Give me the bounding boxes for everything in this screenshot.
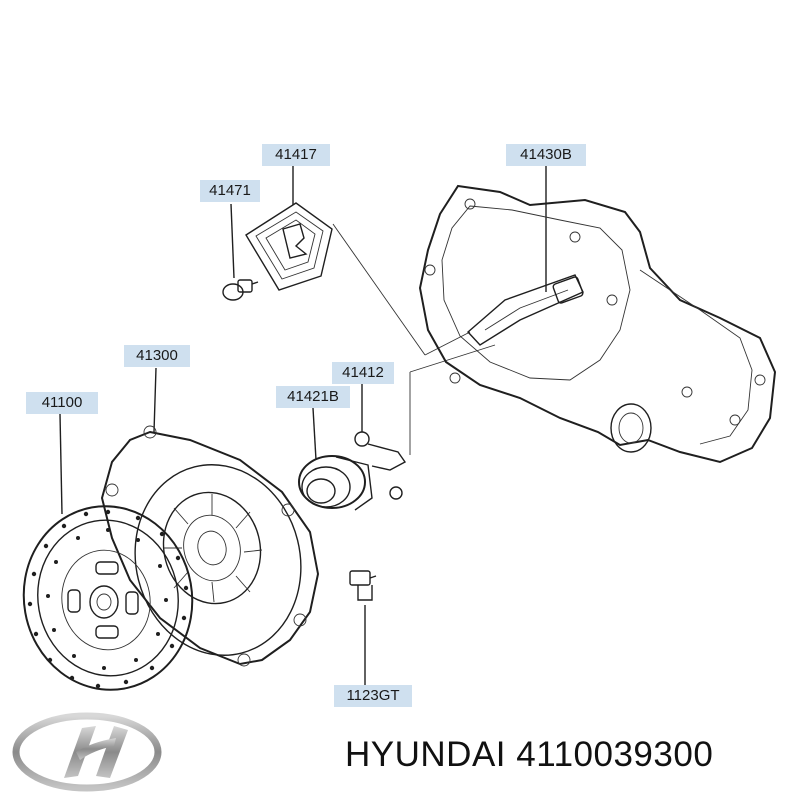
disc-rivets	[27, 509, 189, 689]
part-caption: HYUNDAI 4110039300	[345, 735, 714, 774]
clutch-disc-41100-drawing	[22, 505, 194, 691]
hyundai-logo-icon	[12, 712, 162, 792]
part-label-41300: 41300	[124, 345, 190, 367]
leader-lines	[59, 166, 547, 685]
pressure-plate-41300-drawing	[100, 425, 320, 667]
part-label-1123GT: 1123GT	[334, 685, 412, 707]
part-label-41471: 41471	[200, 180, 260, 202]
bolt-41471-drawing	[222, 279, 259, 301]
part-label-41412: 41412	[332, 362, 394, 384]
part-label-41100: 41100	[26, 392, 98, 414]
part-label-41421B: 41421B	[276, 386, 350, 408]
part-label-41417: 41417	[262, 144, 330, 166]
part-label-41430B: 41430B	[506, 144, 586, 166]
boot-41417-drawing	[245, 202, 333, 291]
bolt-1123GT-drawing	[349, 570, 377, 601]
release-bearing-41421B-drawing	[298, 431, 407, 511]
housing-41430B-drawing	[418, 184, 777, 464]
